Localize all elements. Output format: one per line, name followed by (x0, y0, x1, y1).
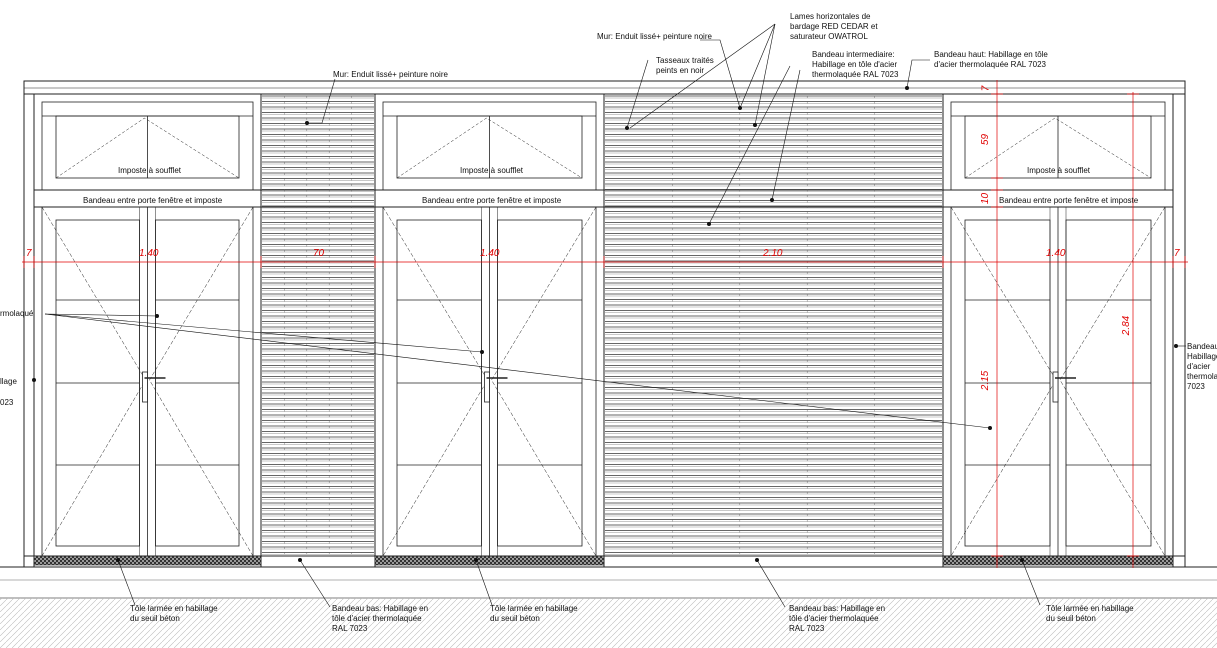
door-units (41, 101, 1166, 557)
dim-bandeau-height: 10 (980, 192, 992, 205)
cladding-panel-2 (605, 95, 942, 555)
cladding-panel-1 (262, 95, 374, 555)
annotation-band-bottom-2: Bandeau bas: Habillage en tôle d'acier t… (789, 604, 886, 633)
dim-door-width-3: 1.40 (1046, 248, 1066, 259)
annotation-left-cut-3: 023 (0, 398, 14, 407)
annotation-battens: Tasseaux traités peints en noir (656, 56, 714, 75)
facade-frame (23, 80, 1186, 568)
dim-top-band: 7 (980, 85, 992, 92)
door-unit-1 (41, 101, 254, 557)
annotation-cladding: Lames horizontales de bardage RED CEDAR … (790, 12, 878, 41)
annotation-sill-1: Tôle larmée en habillage du seuil béton (130, 604, 218, 623)
imposte-label-2: Imposte à soufflet (460, 166, 523, 175)
dim-imposte-height: 59 (980, 133, 992, 146)
dimension-lines (22, 80, 1188, 568)
leader-lines (44, 23, 1186, 608)
annotation-wall-top: Mur: Enduit lissé+ peinture noire (597, 32, 712, 41)
annotation-band-middle: Bandeau intermediaire: Habillage en tôle… (812, 50, 899, 79)
ground (0, 566, 1217, 648)
dim-left-margin: 7 (26, 248, 32, 259)
annotation-band-top: Bandeau haut: Habillage en tôle d'acier … (934, 50, 1048, 69)
annotation-band-bottom-1: Bandeau bas: Habillage en tôle d'acier t… (332, 604, 429, 633)
dim-door-width-1: 1.40 (139, 248, 159, 259)
annotation-right-band: Bandeau Habillage d'acier thermolaq 7023 (1187, 342, 1217, 391)
bandeau-label-3: Bandeau entre porte fenêtre et imposte (999, 196, 1139, 205)
leader-dots (32, 86, 1178, 562)
door-unit-3 (950, 101, 1166, 557)
dim-door-width-2: 1.40 (480, 248, 500, 259)
annotation-wall-left: Mur: Enduit lissé+ peinture noire (333, 70, 448, 79)
dim-total-height: 2.84 (1121, 315, 1133, 336)
door-unit-2 (382, 101, 597, 557)
dim-cladding-narrow: 70 (313, 248, 325, 259)
dim-door-height: 2.15 (980, 370, 992, 391)
annotation-sill-2: Tôle larmée en habillage du seuil béton (490, 604, 578, 623)
annotation-sill-3: Tôle larmée en habillage du seuil béton (1046, 604, 1134, 623)
bandeau-label-1: Bandeau entre porte fenêtre et imposte (83, 196, 223, 205)
imposte-label-3: Imposte à soufflet (1027, 166, 1090, 175)
sill-plates (33, 555, 1174, 566)
bandeau-label-2: Bandeau entre porte fenêtre et imposte (422, 196, 562, 205)
cedar-cladding (262, 95, 942, 555)
imposte-label-1: Imposte à soufflet (118, 166, 181, 175)
dim-right-margin: 7 (1174, 248, 1180, 259)
annotation-left-cut-1: rmolaqué (0, 309, 34, 318)
dim-cladding-wide: 2.10 (763, 248, 783, 259)
annotation-left-cut-2: llage (0, 377, 17, 386)
